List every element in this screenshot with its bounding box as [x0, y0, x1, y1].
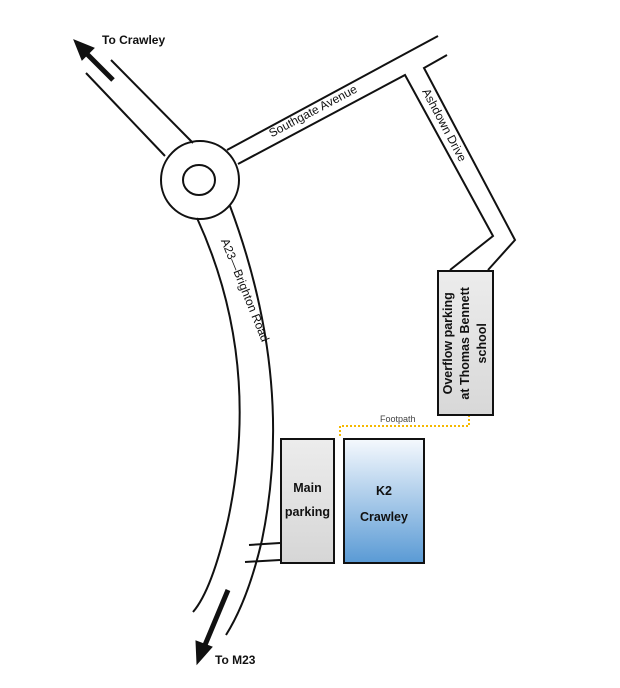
access-road-upper — [248, 542, 281, 546]
main-parking-label: Main parking — [285, 477, 330, 525]
overflow-parking: Overflow parking at Thomas Bennett schoo… — [437, 270, 494, 416]
overflow-line2: at Thomas Bennett — [458, 286, 473, 400]
overflow-line3: school — [474, 322, 489, 364]
ashdown-outer — [422, 54, 517, 271]
k2-line2: Crawley — [360, 510, 408, 525]
a23-left-edge — [192, 217, 241, 613]
overflow-line1: Overflow parking — [441, 291, 456, 395]
a23-right-edge — [225, 205, 275, 636]
main-line2: parking — [284, 505, 331, 519]
footpath-line — [339, 415, 470, 438]
road-to-crawley-left — [85, 72, 166, 157]
k2-line1: K2 — [376, 484, 392, 498]
access-road-lower — [244, 559, 281, 563]
southgate-ashdown-inner — [237, 73, 495, 271]
overflow-parking-label: Overflow parking at Thomas Bennett schoo… — [440, 287, 491, 400]
roundabout-outer — [160, 140, 240, 220]
roundabout-inner — [182, 164, 216, 196]
southgate-upper — [226, 35, 439, 151]
arrow-to-crawley — [73, 39, 115, 82]
road-to-crawley-right — [110, 59, 194, 144]
k2-crawley-label: K2 Crawley — [360, 478, 408, 531]
footpath-label: Footpath — [380, 414, 416, 424]
to-crawley-label: To Crawley — [102, 33, 166, 47]
k2-crawley: K2 Crawley — [343, 438, 425, 564]
to-m23-label: To M23 — [215, 653, 256, 667]
arrow-to-m23 — [195, 589, 231, 666]
main-line1: Main — [293, 481, 322, 496]
main-parking: Main parking — [280, 438, 335, 564]
